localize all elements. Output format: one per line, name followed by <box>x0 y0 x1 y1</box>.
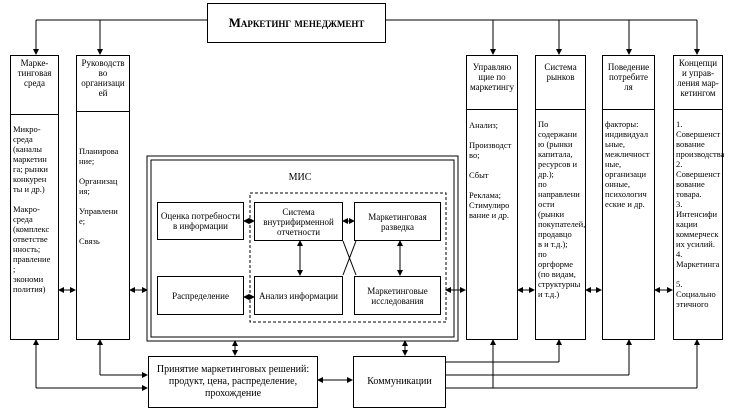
mis-box-distribution: Распределение <box>157 276 244 315</box>
mis-box-marketing-research: Маркетинговые исследования <box>354 276 441 315</box>
column-title: Концепци и управ- ления мар- кетингом <box>677 58 719 98</box>
column-marketing-managers: Управляю щие по маркетингу Анализ; Произ… <box>466 55 518 340</box>
mis-title: МИС <box>288 172 312 183</box>
column-body: 1. Совершенст вование производства 2. Со… <box>676 119 724 309</box>
column-body: Анализ; Производст во; Сбыт Реклама; Сти… <box>469 120 512 220</box>
header-title: Маркетинг менеджмент <box>228 15 365 30</box>
column-title: Система рынков <box>544 62 577 82</box>
column-body: факторы: индивидуал ьные, межличност ные… <box>605 119 650 209</box>
mis-box-internal-reporting: Система внутрифирменной отчетности <box>254 202 343 241</box>
column-body: Планирова ние; Организац ия; Управлени е… <box>79 146 119 246</box>
mis-box-needs: Оценка потребности в информации <box>157 202 244 240</box>
column-consumer-behavior: Поведение потребите ля факторы: индивиду… <box>602 55 655 340</box>
column-marketing-concepts: Концепци и управ- ления мар- кетингом 1.… <box>673 55 724 340</box>
header-marketing-management: Маркетинг менеджмент <box>207 3 386 43</box>
column-title: Управляю щие по маркетингу <box>469 62 515 92</box>
column-market-system: Система рынков По содержани ю (рынки кап… <box>535 55 586 340</box>
column-title: Поведение потребите ля <box>607 62 650 92</box>
column-marketing-environment: Марке- тинговая среда Микро- среда (кана… <box>10 55 59 340</box>
column-body: Микро- среда (каналы маркетин га; рынки … <box>13 124 51 294</box>
column-body: По содержани ю (рынки капитала, ресурсов… <box>538 119 586 299</box>
column-title: Марке- тинговая среда <box>17 58 52 88</box>
bottom-box-communications: Коммуникации <box>353 356 446 408</box>
column-title: Руководств во организаци ей <box>81 58 125 98</box>
bottom-box-decisions: Принятие маркетинговых решений: продукт,… <box>148 356 318 408</box>
column-org-management: Руководств во организаци ей Планирова ни… <box>76 55 130 340</box>
mis-box-marketing-intelligence: Маркетинговая разведка <box>354 202 441 241</box>
mis-box-analysis: Анализ информации <box>254 276 343 315</box>
